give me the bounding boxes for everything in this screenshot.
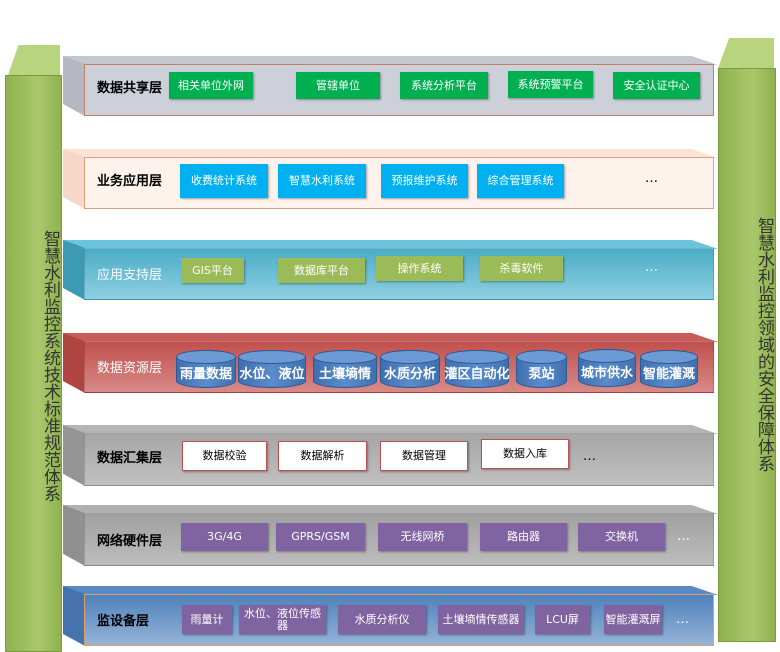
item-box: 系统预警平台 (508, 71, 593, 98)
layer-data-resources: 数据资源层 雨量数据 水位、液位 土壤墒情 水质分析 灌区自动化 泵站 城市供水… (63, 333, 718, 393)
data-cylinder: 城市供水 (578, 349, 636, 387)
more-ellipsis: … (676, 612, 689, 627)
item-box: 杀毒软件 (480, 256, 563, 281)
more-ellipsis: … (677, 529, 690, 544)
item-box: 数据校验 (182, 441, 267, 471)
item-box: 智慧水利系统 (278, 164, 366, 198)
item-box: 数据库平台 (278, 258, 365, 283)
item-box: 交换机 (578, 523, 665, 551)
left-pillar-text: 智慧水利监控系统技术标准规范体系 (40, 230, 60, 502)
more-ellipsis: … (645, 171, 658, 186)
layer-data-collection: 数据汇集层 数据校验 数据解析 数据管理 数据入库 … (63, 425, 718, 486)
item-box: 预报维护系统 (381, 164, 468, 198)
item-box: 水质分析仪 (338, 605, 426, 634)
item-box: 安全认证中心 (613, 72, 700, 99)
item-box: 综合管理系统 (477, 164, 564, 198)
item-box: 3G/4G (181, 523, 268, 551)
layer-business-application: 业务应用层 收费统计系统 智慧水利系统 预报维护系统 综合管理系统 … (63, 149, 718, 209)
layer-monitoring-devices: 监设备层 雨量计 水位、液位传感器 水质分析仪 土壤墒情传感器 LCU屏 智能灌… (63, 586, 718, 646)
item-box: 数据入库 (481, 439, 569, 469)
data-cylinder: 水质分析 (380, 350, 440, 388)
item-box: 系统分析平台 (400, 72, 488, 99)
more-ellipsis: … (583, 449, 596, 464)
more-ellipsis: … (645, 260, 658, 275)
layer-name: 业务应用层 (97, 174, 163, 189)
right-pillar-text: 智慧水利监控领域的安全保障体系 (754, 216, 774, 472)
data-cylinder: 智能灌溉 (640, 350, 698, 388)
layer-data-sharing: 数据共享层 相关单位外网 管辖单位 系统分析平台 系统预警平台 安全认证中心 (63, 56, 718, 116)
layer-name: 应用支持层 (97, 268, 163, 283)
item-box: GIS平台 (181, 258, 244, 283)
layer-name: 数据汇集层 (97, 451, 163, 466)
layer-name: 数据资源层 (97, 361, 163, 376)
layer-name: 数据共享层 (97, 81, 163, 96)
item-box: 数据解析 (278, 441, 367, 471)
data-cylinder: 雨量数据 (176, 350, 236, 388)
data-cylinder: 灌区自动化 (445, 350, 510, 388)
item-box: 土壤墒情传感器 (438, 605, 524, 634)
layer-name: 监设备层 (97, 614, 150, 629)
item-box: 路由器 (480, 523, 567, 551)
item-box: 操作系统 (376, 256, 463, 281)
layer-name: 网络硬件层 (97, 534, 163, 549)
item-box: 智能灌溉屏 (604, 605, 662, 634)
data-cylinder: 泵站 (516, 350, 567, 388)
item-box: 收费统计系统 (180, 164, 268, 198)
item-box: 相关单位外网 (169, 72, 253, 99)
layer-application-support: 应用支持层 GIS平台 数据库平台 操作系统 杀毒软件 … (63, 240, 718, 300)
data-cylinder: 水位、液位 (238, 350, 306, 388)
data-cylinder: 土壤墒情 (313, 350, 377, 388)
item-box: 雨量计 (182, 605, 232, 634)
item-box: LCU屏 (535, 605, 590, 634)
layer-network-hardware: 网络硬件层 3G/4G GPRS/GSM 无线网桥 路由器 交换机 … (63, 505, 718, 566)
item-box: 水位、液位传感器 (239, 605, 326, 634)
item-box: 无线网桥 (378, 523, 467, 551)
item-box: GPRS/GSM (276, 523, 365, 551)
left-pillar-standards: 智慧水利监控系统技术标准规范体系 (5, 75, 62, 652)
right-pillar-security: 智慧水利监控领域的安全保障体系 (718, 68, 776, 642)
item-box: 数据管理 (380, 441, 468, 471)
item-box: 管辖单位 (296, 72, 380, 99)
